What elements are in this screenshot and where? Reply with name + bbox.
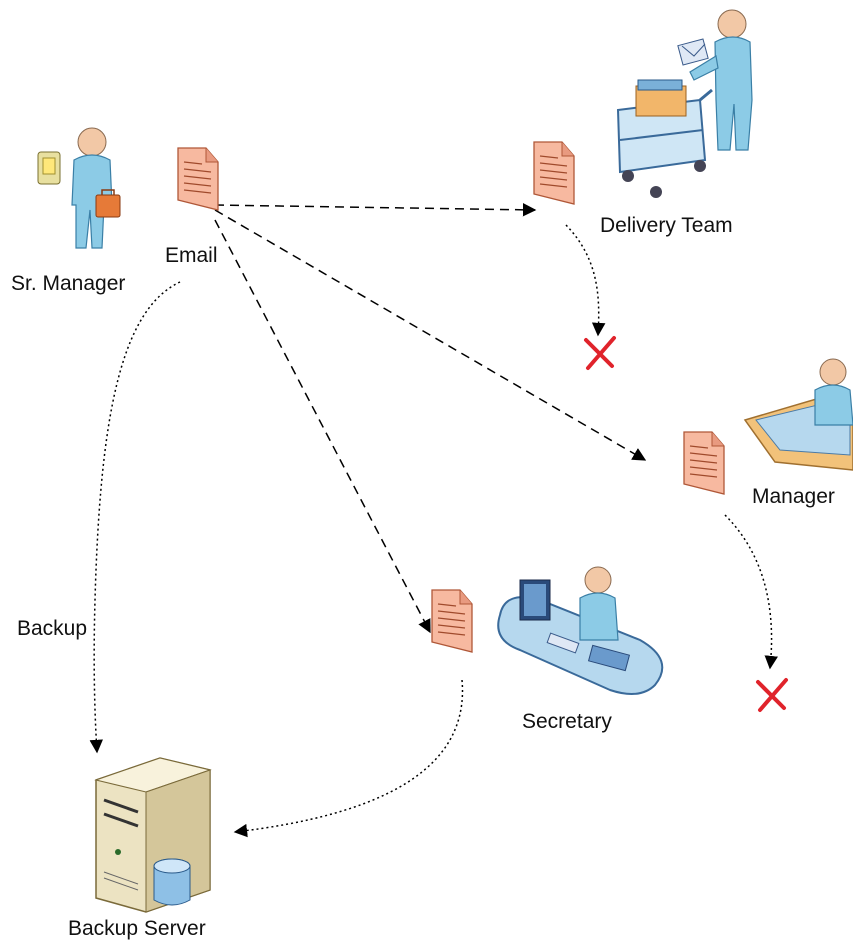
email-to-manager-arrow [214,209,647,461]
secretary-to-backup-arrow [233,679,464,838]
manager-figure [743,358,853,471]
delivery-team-label: Delivery Team [600,214,733,237]
email-to-delivery-arrow [214,203,537,217]
connectors [89,203,778,838]
manager-to-cross-arrow [724,514,778,670]
manager-cross-icon [756,678,788,712]
email-document-icon [177,147,219,211]
backup-server-icon [94,757,212,913]
delivery-document-icon [533,141,575,205]
email-to-secretary-arrow [214,219,431,634]
srmanager-to-backup-arrow [89,281,181,754]
sr-manager-label: Sr. Manager [11,272,125,295]
secretary-label: Secretary [522,710,612,733]
backup-server-label: Backup Server [68,917,206,940]
secretary-figure [497,566,664,695]
sr-manager-figure [37,127,121,249]
backup-edge-label: Backup [17,617,87,640]
delivery-to-cross-arrow [565,224,606,337]
delivery-cross-icon [584,336,616,370]
secretary-document-icon [431,589,473,653]
delivery-team-figure [616,9,753,198]
email-label: Email [165,244,218,267]
manager-document-icon [683,431,725,495]
manager-label: Manager [752,485,835,508]
